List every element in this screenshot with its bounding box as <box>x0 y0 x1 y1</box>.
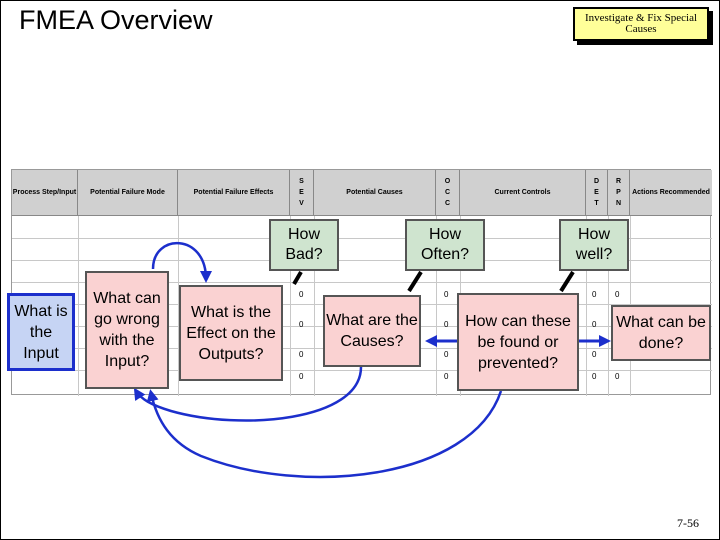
wrong-to-effect-arc <box>151 242 212 283</box>
header-det-2: E <box>594 189 599 196</box>
grid-col-line <box>178 216 179 396</box>
grid-col-line <box>314 216 315 396</box>
header-sev: S E V <box>290 170 314 216</box>
grid-col-line <box>586 216 587 396</box>
det-value: 0 <box>592 290 597 299</box>
grid-row-line <box>12 238 712 239</box>
how-bad-pointer <box>292 270 303 286</box>
how-bad-box: How Bad? <box>269 219 339 271</box>
header-process-step: Process Step/Input <box>12 170 78 216</box>
grid-col-line <box>290 216 291 396</box>
occ-value: 0 <box>444 372 449 381</box>
header-rpn-3: N <box>615 200 622 207</box>
sev-value: 0 <box>299 290 304 299</box>
header-rpn: R P N <box>608 170 630 216</box>
how-well-pointer <box>559 270 575 293</box>
header-occ-1: O <box>444 178 451 185</box>
header-occ-3: C <box>444 200 451 207</box>
header-det: D E T <box>586 170 608 216</box>
sev-value: 0 <box>299 350 304 359</box>
page-title: FMEA Overview <box>19 5 213 35</box>
header-sev-2: E <box>299 189 304 196</box>
what-can-go-wrong-box: What can go wrong with the Input? <box>85 271 169 389</box>
occ-value: 0 <box>444 320 449 329</box>
header-controls: Current Controls <box>460 170 586 216</box>
how-often-box: How Often? <box>405 219 485 271</box>
header-rpn-1: R <box>615 178 622 185</box>
sev-value: 0 <box>299 372 304 381</box>
header-actions: Actions Recommended <box>630 170 712 216</box>
occ-value: 0 <box>444 350 449 359</box>
input-box: What is the Input <box>7 293 75 371</box>
effect-on-outputs-box: What is the Effect on the Outputs? <box>179 285 283 381</box>
header-causes: Potential Causes <box>314 170 436 216</box>
found-or-prevented-box: How can these be found or prevented? <box>457 293 579 391</box>
header-det-1: D <box>593 178 600 185</box>
grid-col-line <box>608 216 609 396</box>
how-well-box: How well? <box>559 219 629 271</box>
det-value: 0 <box>592 320 597 329</box>
grid-col-line <box>78 216 79 396</box>
header-sev-3: V <box>299 200 304 207</box>
rpn-value: 0 <box>615 290 620 299</box>
grid-col-line <box>436 216 437 396</box>
how-often-pointer <box>407 270 423 293</box>
occ-value: 0 <box>444 290 449 299</box>
what-can-be-done-box: What can be done? <box>611 305 711 361</box>
header-occ: O C C <box>436 170 460 216</box>
prevented-to-wrong-arc <box>146 389 503 479</box>
sev-value: 0 <box>299 320 304 329</box>
header-rpn-2: P <box>616 189 621 196</box>
header-failure-mode: Potential Failure Mode <box>78 170 178 216</box>
special-causes-badge: Investigate & Fix Special Causes <box>573 7 709 41</box>
det-value: 0 <box>592 350 597 359</box>
det-value: 0 <box>592 372 597 381</box>
page-number: 7-56 <box>677 516 699 530</box>
rpn-value: 0 <box>615 372 620 381</box>
causes-to-wrong-arc <box>133 366 363 422</box>
header-sev-1: S <box>299 178 304 185</box>
header-failure-effects: Potential Failure Effects <box>178 170 290 216</box>
header-occ-2: C <box>444 189 451 196</box>
header-det-3: T <box>594 200 599 207</box>
grid-row-line <box>12 260 712 261</box>
grid-row-line <box>12 282 712 283</box>
causes-box: What are the Causes? <box>323 295 421 367</box>
